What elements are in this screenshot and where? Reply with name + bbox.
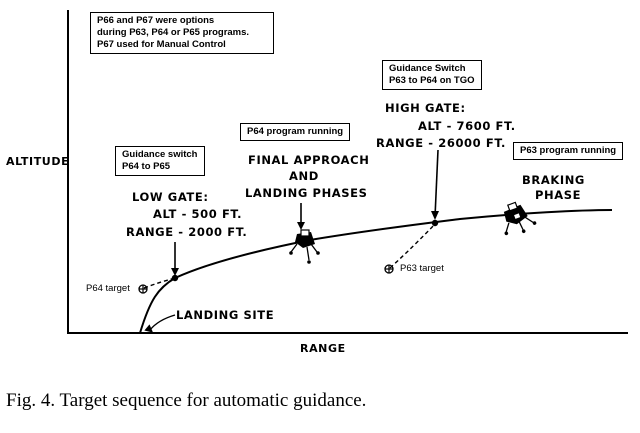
braking-phase-line1: BRAKING	[522, 173, 585, 187]
final-approach-arrow	[297, 203, 305, 230]
high-gate-range: RANGE - 26000 FT.	[376, 136, 506, 150]
p63-program-running-box: P63 program running	[513, 142, 624, 160]
low-gate-altitude: ALT - 500 FT.	[153, 207, 243, 221]
landing-site-label: LANDING SITE	[176, 308, 275, 322]
p64-program-running-box: P64 program running	[240, 123, 351, 141]
options-note-box: P66 and P67 were options during P63, P64…	[90, 12, 274, 54]
high-gate-point	[431, 219, 439, 227]
box-line: P63 to P64 on TGO	[389, 75, 475, 86]
low-gate-title: LOW GATE:	[132, 190, 209, 204]
box-line: P64 to P65	[122, 161, 171, 172]
p64-target-label: P64 target	[86, 283, 130, 294]
braking-phase-line2: PHASE	[535, 188, 582, 202]
options-note-line: during P63, P64 or P65 programs.	[97, 27, 250, 38]
low-gate-point	[171, 274, 179, 282]
guidance-switch-p64-p65-box: Guidance switch P64 to P65	[115, 146, 205, 176]
high-gate-title: HIGH GATE:	[385, 101, 466, 115]
p64-target-dashed-line	[143, 277, 176, 289]
p64-target-icon	[138, 284, 148, 294]
figure-caption: Fig. 4. Target sequence for automatic gu…	[6, 390, 367, 411]
p63-target-dashed-line	[389, 223, 436, 269]
p63-target-icon	[384, 264, 394, 274]
lunar-module-braking-icon	[503, 201, 537, 236]
high-gate-altitude: ALT - 7600 FT.	[418, 119, 516, 133]
box-line: Guidance Switch	[389, 63, 466, 74]
low-gate-arrow	[171, 242, 179, 276]
final-approach-line2: AND	[289, 169, 319, 183]
options-note-line: P66 and P67 were options	[97, 15, 215, 26]
box-line: P63 program running	[520, 145, 617, 156]
box-line: Guidance switch	[122, 149, 198, 160]
lunar-module-final-approach-icon	[289, 229, 320, 264]
high-gate-arrow	[431, 149, 439, 220]
final-approach-line1: FINAL APPROACH	[248, 153, 370, 167]
box-line: P64 program running	[247, 126, 344, 137]
final-approach-line3: LANDING PHASES	[245, 186, 368, 200]
low-gate-range: RANGE - 2000 FT.	[126, 225, 248, 239]
x-axis-label: RANGE	[300, 342, 346, 355]
p63-target-label: P63 target	[400, 263, 444, 274]
landing-site-pointer	[144, 314, 176, 333]
guidance-switch-p63-p64-box: Guidance Switch P63 to P64 on TGO	[382, 60, 482, 90]
y-axis-label: ALTITUDE	[6, 155, 70, 168]
options-note-line: P67 used for Manual Control	[97, 39, 226, 50]
